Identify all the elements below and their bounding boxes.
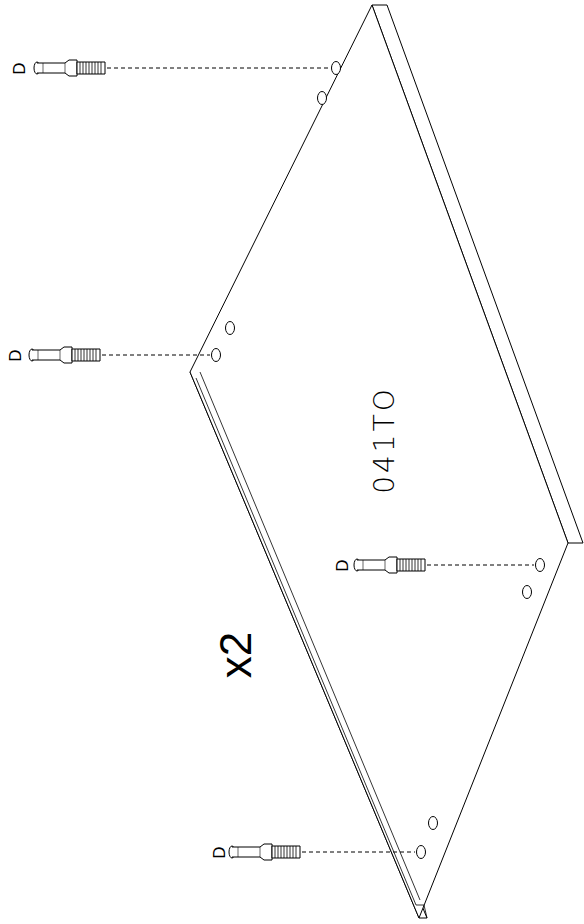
quantity-label: x2	[214, 632, 258, 678]
guide-lines	[102, 68, 534, 852]
dowel	[354, 557, 425, 573]
panel-groove	[196, 372, 420, 905]
panel-face	[190, 5, 568, 918]
part-letter: D	[11, 62, 28, 74]
dowel	[229, 844, 300, 860]
dowel	[29, 347, 100, 363]
dowel-holes	[212, 62, 545, 859]
part-letter: D	[211, 846, 228, 858]
part-code: 041TO	[371, 386, 399, 494]
part-letter: D	[334, 559, 351, 571]
part-letter: D	[7, 349, 24, 361]
dowel	[34, 60, 105, 76]
